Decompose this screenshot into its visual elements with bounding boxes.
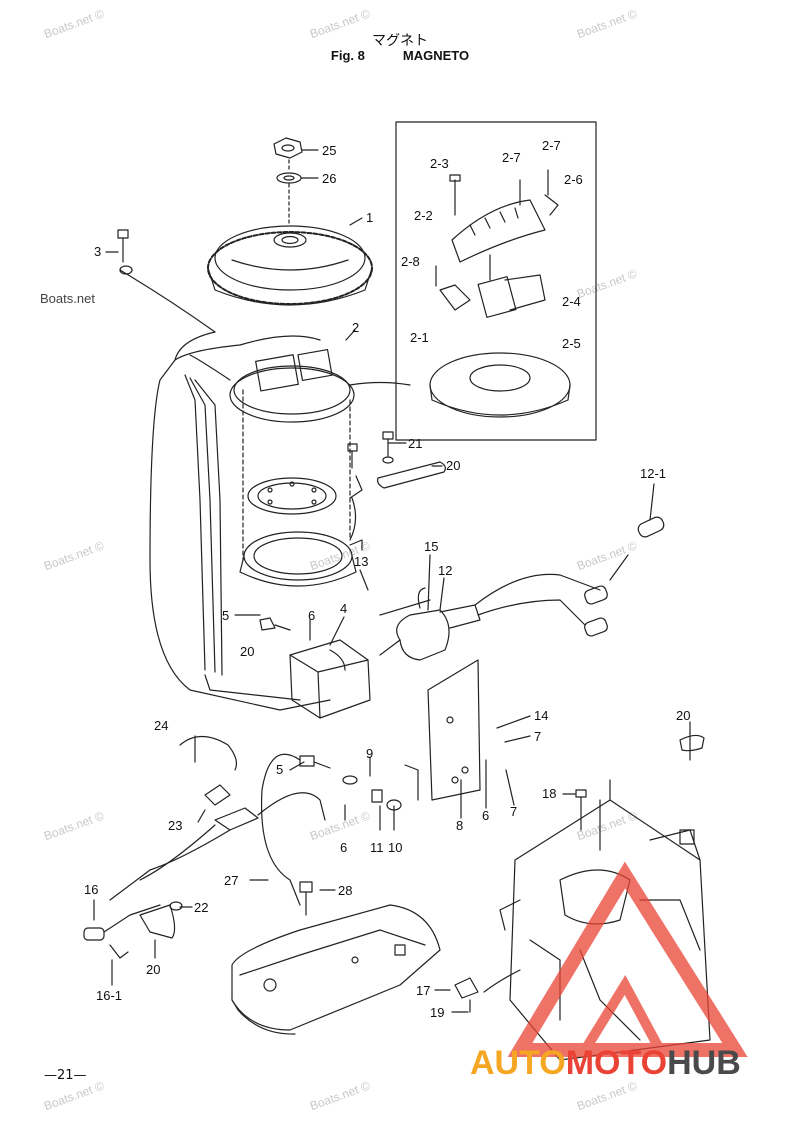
callout-6b: 6 — [340, 840, 347, 855]
callout-labels: 25 26 1 3 2 2-3 2-7 2-7 2-6 2-2 2-8 2-4 … — [84, 138, 690, 1020]
callout-24: 24 — [154, 718, 168, 733]
cdi-unit — [289, 639, 371, 719]
callout-18: 18 — [542, 786, 556, 801]
callout-2-8: 2-8 — [401, 254, 420, 269]
callout-17: 17 — [416, 983, 430, 998]
callout-20b: 20 — [240, 644, 254, 659]
callout-2-4: 2-4 — [562, 294, 581, 309]
mounting-bracket — [404, 659, 481, 801]
spark-plug-caps — [584, 516, 665, 637]
callout-2-2: 2-2 — [414, 208, 433, 223]
callout-4: 4 — [340, 601, 347, 616]
stop-switch — [83, 901, 183, 959]
figure-title: Fig. 8 MAGNETO — [0, 48, 800, 63]
title-japanese: マグネト — [372, 33, 428, 49]
callout-9: 9 — [366, 746, 373, 761]
callout-25: 25 — [322, 143, 336, 158]
figure-name: MAGNETO — [402, 48, 470, 63]
callout-16: 16 — [84, 882, 98, 897]
callout-7b: 7 — [510, 804, 517, 819]
callout-2-7a: 2-7 — [502, 150, 521, 165]
ignition-coil — [379, 573, 601, 661]
callout-2-7b: 2-7 — [542, 138, 561, 153]
bracket-20-right — [679, 734, 705, 752]
stator-base — [239, 531, 363, 587]
callout-2: 2 — [352, 320, 359, 335]
stator-drawing — [189, 348, 411, 423]
callout-6a: 6 — [308, 608, 315, 623]
spacer-plate — [247, 477, 337, 515]
callout-2-1: 2-1 — [410, 330, 429, 345]
lower-cowl-plate — [231, 904, 441, 1035]
callout-15: 15 — [424, 539, 438, 554]
flywheel-drawing — [207, 225, 373, 306]
brand-part-hub: HUB — [667, 1044, 741, 1082]
powerhead-block — [454, 779, 711, 1061]
callout-7a: 7 — [534, 729, 541, 744]
figure-number: Fig. 8 — [330, 48, 365, 63]
callout-2-3: 2-3 — [430, 156, 449, 171]
leader-lines — [93, 149, 691, 1013]
brand-logo-text: AUTOMOTOHUB — [470, 1044, 741, 1083]
callout-10: 10 — [388, 840, 402, 855]
cable-clamp — [109, 735, 326, 901]
callout-14: 14 — [534, 708, 548, 723]
callout-28: 28 — [338, 883, 352, 898]
callout-12-1: 12-1 — [640, 466, 666, 481]
inset-box — [395, 121, 597, 441]
wiring-harness — [149, 331, 331, 711]
callout-22: 22 — [194, 900, 208, 915]
callout-2-6: 2-6 — [564, 172, 583, 187]
fastener-row — [259, 617, 402, 811]
callout-8: 8 — [456, 818, 463, 833]
brand-part-moto: MOTO — [565, 1044, 668, 1082]
callout-26: 26 — [322, 171, 336, 186]
callout-2-5: 2-5 — [562, 336, 581, 351]
callout-12: 12 — [438, 563, 452, 578]
page-number: —21— — [44, 1068, 87, 1083]
callout-16-1: 16-1 — [96, 988, 122, 1003]
brand-part-auto: AUTO — [470, 1044, 566, 1082]
callout-27: 27 — [224, 873, 238, 888]
brand-triangle-logo — [507, 861, 748, 1057]
callout-3: 3 — [94, 244, 101, 259]
callout-19: 19 — [430, 1005, 444, 1020]
nut-drawing — [273, 137, 303, 227]
callout-13: 13 — [354, 554, 368, 569]
callout-23: 23 — [168, 818, 182, 833]
bolt-drawing — [117, 229, 216, 333]
callout-5b: 5 — [276, 762, 283, 777]
callout-6c: 6 — [482, 808, 489, 823]
callout-11: 11 — [370, 840, 384, 855]
callout-20a: 20 — [446, 458, 460, 473]
callout-20c: 20 — [676, 708, 690, 723]
watermark-dark: Boats.net — [40, 291, 95, 306]
screw-bracket-21 — [347, 431, 446, 541]
bolt-18 — [575, 789, 587, 831]
callout-1: 1 — [366, 210, 373, 225]
callout-20d: 20 — [146, 962, 160, 977]
callout-5a: 5 — [222, 608, 229, 623]
ground-cable — [260, 753, 313, 916]
callout-21: 21 — [408, 436, 422, 451]
